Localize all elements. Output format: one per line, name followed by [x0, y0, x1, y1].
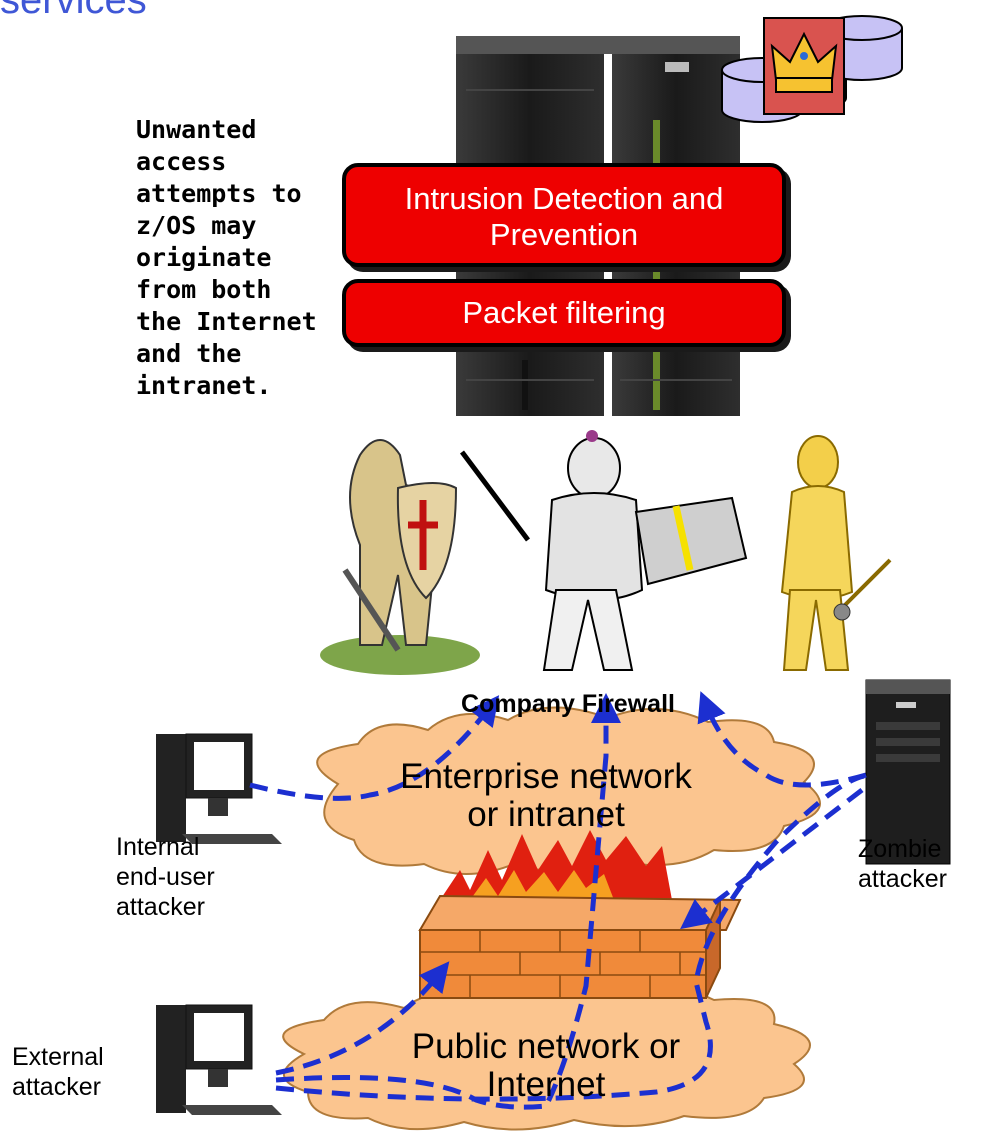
packet-filtering-box: Packet filtering — [342, 279, 786, 347]
internet-label-line2: Internet — [486, 1065, 606, 1104]
attack-path-zombie-firewall — [680, 788, 864, 930]
intranet-label-line1: Enterprise network — [400, 757, 692, 796]
knight-icon — [780, 435, 892, 671]
attack-path-zombie-intranet — [697, 691, 867, 788]
zombie-attacker-label-2: attacker — [858, 865, 947, 893]
intranet-label-line2: or intranet — [467, 795, 625, 834]
intrusion-detection-box: Intrusion Detection and Prevention — [342, 163, 786, 267]
attack-path-internal — [249, 695, 500, 801]
attack-path-external-direct — [275, 773, 865, 1102]
firewall-icon — [418, 830, 742, 999]
attack-path-external-firewall — [275, 961, 450, 1076]
internal-attacker-label-1: Internal — [116, 833, 200, 861]
attack-paths — [249, 691, 867, 1110]
intranet-cloud — [316, 706, 821, 875]
internet-label-line1: Public network or — [411, 1027, 681, 1066]
knight-icon — [460, 430, 748, 671]
firewall-label: Company Firewall — [461, 690, 675, 718]
external-attacker-label-2: attacker — [12, 1073, 101, 1101]
external-attacker-label-1: External — [12, 1043, 104, 1071]
computer-icon — [156, 733, 282, 844]
zombie-attacker-label-1: Zombie — [858, 835, 942, 863]
internal-attacker-label-3: attacker — [116, 893, 205, 921]
computer-icon — [156, 1004, 282, 1115]
knight-icon — [320, 439, 480, 675]
attack-path-external-internet — [275, 693, 621, 1110]
server-tower-icon — [865, 679, 951, 865]
internal-attacker-label-2: end-user — [116, 863, 215, 891]
page-title: services — [0, 0, 147, 22]
side-note: Unwanted access attempts to z/OS may ori… — [136, 115, 317, 400]
crown-database-icon — [721, 15, 903, 123]
